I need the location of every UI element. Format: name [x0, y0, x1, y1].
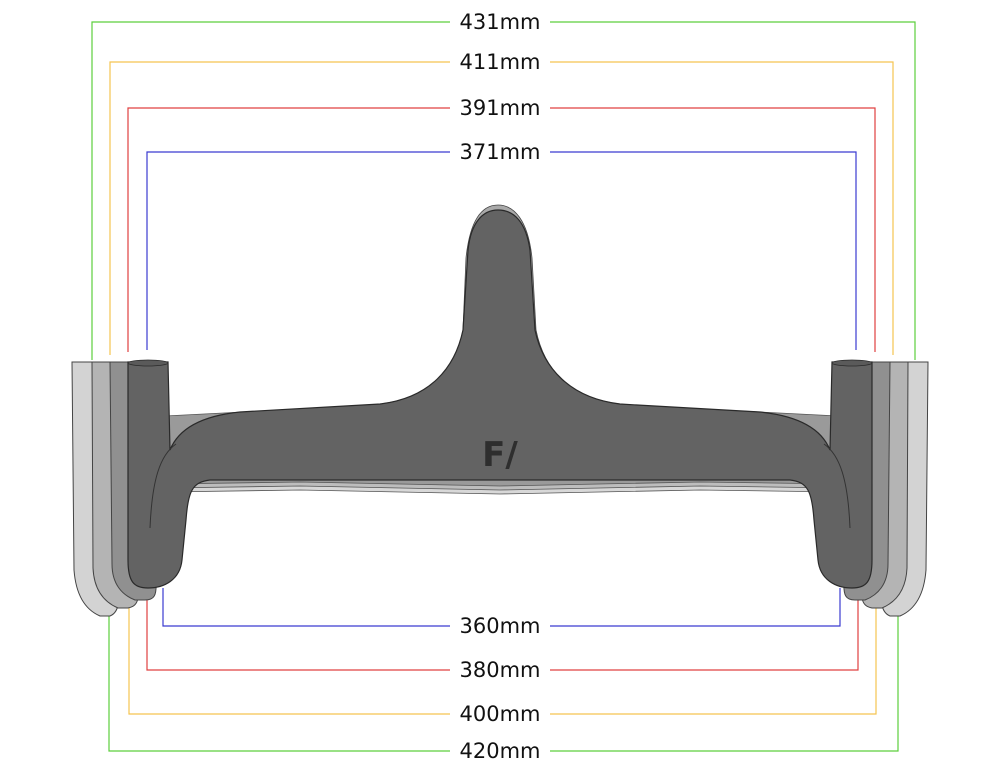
bottom-width-bracket: 420mm: [108, 612, 899, 763]
top-dimension-group: 431mm 411mm 391mm 371mm: [91, 10, 916, 360]
left-hood-cap: [127, 359, 169, 367]
left-drop-inner-edge: [149, 443, 177, 529]
right-hood-cap: [831, 359, 873, 367]
width-label-360: 360mm: [460, 614, 541, 638]
top-width-bracket: 391mm: [127, 96, 876, 352]
bracket-line-391: [127, 107, 450, 352]
bracket-line-420: [108, 612, 450, 752]
bracket-line-371: [146, 151, 450, 350]
bracket-line-431-right: [550, 21, 916, 360]
top-width-bracket: 371mm: [146, 140, 857, 350]
width-label-380: 380mm: [460, 658, 541, 682]
width-label-420: 420mm: [460, 739, 541, 763]
bracket-line-391-right: [550, 107, 876, 352]
bracket-line-360: [162, 588, 450, 627]
handlebar-front-shape: [127, 209, 873, 589]
bracket-line-411-right: [550, 61, 894, 355]
bracket-line-420-right: [550, 612, 899, 752]
bracket-line-360-right: [550, 588, 841, 627]
bottom-dimension-group: 360mm 380mm 400mm 420mm: [108, 588, 899, 763]
width-label-411: 411mm: [460, 50, 541, 74]
top-width-bracket: 411mm: [109, 50, 894, 355]
bracket-line-380: [146, 596, 450, 671]
width-label-400: 400mm: [460, 702, 541, 726]
width-label-391: 391mm: [460, 96, 541, 120]
width-label-371: 371mm: [460, 140, 541, 164]
top-width-bracket: 431mm: [91, 10, 916, 360]
bracket-line-400-right: [550, 604, 877, 715]
bottom-width-bracket: 360mm: [162, 588, 841, 638]
brand-logo: F/: [482, 435, 518, 475]
bracket-line-400: [128, 604, 450, 715]
right-drop-inner-edge: [823, 443, 851, 529]
bottom-width-bracket: 400mm: [128, 604, 877, 726]
width-label-431: 431mm: [460, 10, 541, 34]
bottom-width-bracket: 380mm: [146, 596, 859, 682]
bracket-line-431: [91, 21, 450, 360]
bracket-line-380-right: [550, 596, 859, 671]
handlebar-front: F/: [127, 209, 873, 589]
bracket-line-411: [109, 61, 450, 355]
bracket-line-371-right: [550, 151, 857, 350]
